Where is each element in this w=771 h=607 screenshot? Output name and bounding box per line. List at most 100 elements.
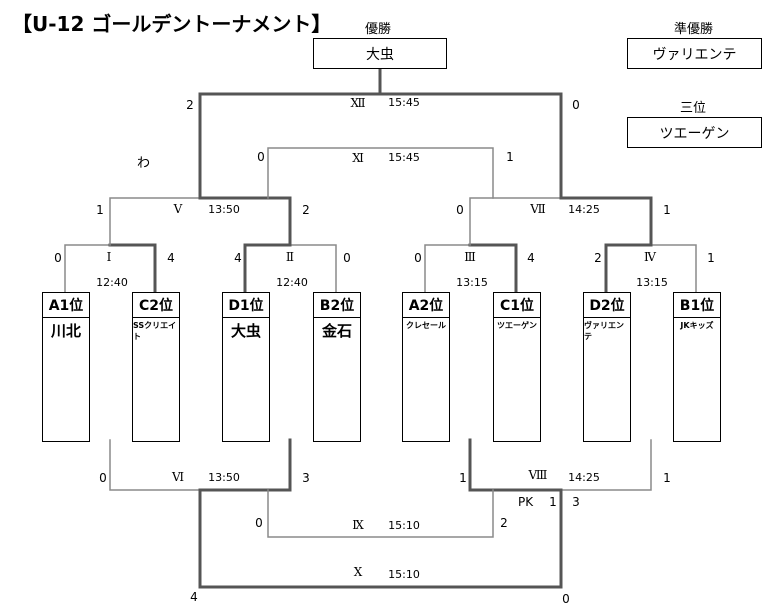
score-m7-right: 1 <box>663 203 671 217</box>
score-m3-right: 4 <box>527 251 535 265</box>
round-m1: Ⅰ <box>106 250 112 264</box>
time-m3: 13:15 <box>456 276 488 289</box>
time-m7: 14:25 <box>568 203 600 216</box>
time-m8: 14:25 <box>568 471 600 484</box>
score-m8-left: 1 <box>459 471 467 485</box>
score-m2-right: 0 <box>343 251 351 265</box>
bracket-line-m3-win <box>468 243 518 294</box>
round-m10: Ⅹ <box>353 565 363 579</box>
bracket-line-m2-win <box>243 243 292 294</box>
team-seed: B1位 <box>674 293 720 318</box>
team-name: JKキッズ <box>680 321 714 330</box>
bracket-line-m11 <box>267 147 494 199</box>
bracket-line-m6-win <box>198 438 292 492</box>
team-name: ツエーゲン <box>497 321 537 330</box>
team-name: 大虫 <box>230 322 261 340</box>
team-name: クレセール <box>406 321 446 330</box>
team-seed: C2位 <box>133 293 179 318</box>
round-m12: Ⅻ <box>350 96 366 110</box>
pk-score-right: 3 <box>572 495 580 509</box>
round-m6: Ⅵ <box>171 470 185 484</box>
team-seed: A2位 <box>403 293 449 318</box>
note-text: わ <box>137 156 151 171</box>
round-m9: Ⅸ <box>352 518 364 532</box>
score-m8-right: 1 <box>663 471 671 485</box>
round-m2: Ⅱ <box>285 250 295 264</box>
time-m11: 15:45 <box>388 151 420 164</box>
bracket-line-m7 <box>469 197 652 246</box>
bracket-line-m9 <box>267 489 494 538</box>
team-seed: D1位 <box>223 293 269 318</box>
team-box: C1位 ツエーゲン <box>493 292 541 442</box>
runner-up-label: 準優勝 <box>674 22 714 37</box>
round-m7: Ⅶ <box>530 202 546 216</box>
round-m3: Ⅲ <box>464 250 476 264</box>
score-m11-right: 1 <box>506 150 514 164</box>
team-seed: D2位 <box>584 293 630 318</box>
bracket-line-m4-win <box>604 243 653 294</box>
team-box: D2位 ヴァリエンテ <box>583 292 631 442</box>
time-m4: 13:15 <box>636 276 668 289</box>
round-m8: Ⅷ <box>528 468 548 482</box>
page-title: 【U-12 ゴールデントーナメント】 <box>12 12 332 36</box>
team-box: A1位 川北 <box>42 292 90 442</box>
time-m1: 12:40 <box>96 276 128 289</box>
winner-box: 大虫 <box>313 38 447 69</box>
score-m12-left: 2 <box>186 98 194 112</box>
bracket-line-m5 <box>109 197 291 246</box>
bracket-line-m8 <box>469 439 652 491</box>
score-m3-left: 0 <box>414 251 422 265</box>
score-m1-right: 4 <box>167 251 175 265</box>
time-m6: 13:50 <box>208 471 240 484</box>
score-m6-right: 3 <box>302 471 310 485</box>
time-m12: 15:45 <box>388 96 420 109</box>
bracket-line-m8-win <box>468 438 563 492</box>
team-seed: C1位 <box>494 293 540 318</box>
round-m5: Ⅴ <box>173 202 183 216</box>
bracket-line-m12 <box>198 92 563 200</box>
score-m7-left: 0 <box>456 203 464 217</box>
bracket-line-m10 <box>198 488 563 589</box>
pk-score-left: 1 <box>549 495 557 509</box>
team-box: C2位 SSクリエイト <box>132 292 180 442</box>
time-m5: 13:50 <box>208 203 240 216</box>
bracket-line-m5-win <box>198 196 292 247</box>
score-m6-left: 0 <box>99 471 107 485</box>
score-m10-left: 4 <box>190 590 198 604</box>
winner-label: 優勝 <box>365 22 392 37</box>
team-name: 金石 <box>321 322 352 340</box>
team-box: A2位 クレセール <box>402 292 450 442</box>
team-box: B2位 金石 <box>313 292 361 442</box>
score-m9-left: 0 <box>255 516 263 530</box>
team-box: D1位 大虫 <box>222 292 270 442</box>
time-m9: 15:10 <box>388 519 420 532</box>
bracket-line-m6 <box>109 439 291 491</box>
score-m1-left: 0 <box>54 251 62 265</box>
team-seed: A1位 <box>43 293 89 318</box>
score-m5-right: 2 <box>302 203 310 217</box>
team-seed: B2位 <box>314 293 360 318</box>
third-place-box: ツエーゲン <box>627 117 762 148</box>
round-m11: Ⅺ <box>352 151 364 165</box>
time-m10: 15:10 <box>388 568 420 581</box>
team-name: ヴァリエンテ <box>584 321 624 341</box>
score-m4-left: 2 <box>594 251 602 265</box>
third-label: 三位 <box>680 101 707 116</box>
score-m12-right: 0 <box>572 98 580 112</box>
team-box: B1位 JKキッズ <box>673 292 721 442</box>
score-m11-left: 0 <box>257 150 265 164</box>
runner-up-box: ヴァリエンテ <box>627 38 762 69</box>
round-m4: Ⅳ <box>644 250 656 264</box>
score-m9-right: 2 <box>500 516 508 530</box>
pk-label: PK <box>518 495 534 509</box>
team-name: SSクリエイト <box>133 321 177 341</box>
bracket-line-m1-win <box>108 243 157 294</box>
score-m5-left: 1 <box>96 203 104 217</box>
time-m2: 12:40 <box>276 276 308 289</box>
score-m2-left: 4 <box>234 251 242 265</box>
score-m4-right: 1 <box>707 251 715 265</box>
bracket-line-m7-win <box>559 196 653 247</box>
score-m10-right: 0 <box>562 592 570 606</box>
